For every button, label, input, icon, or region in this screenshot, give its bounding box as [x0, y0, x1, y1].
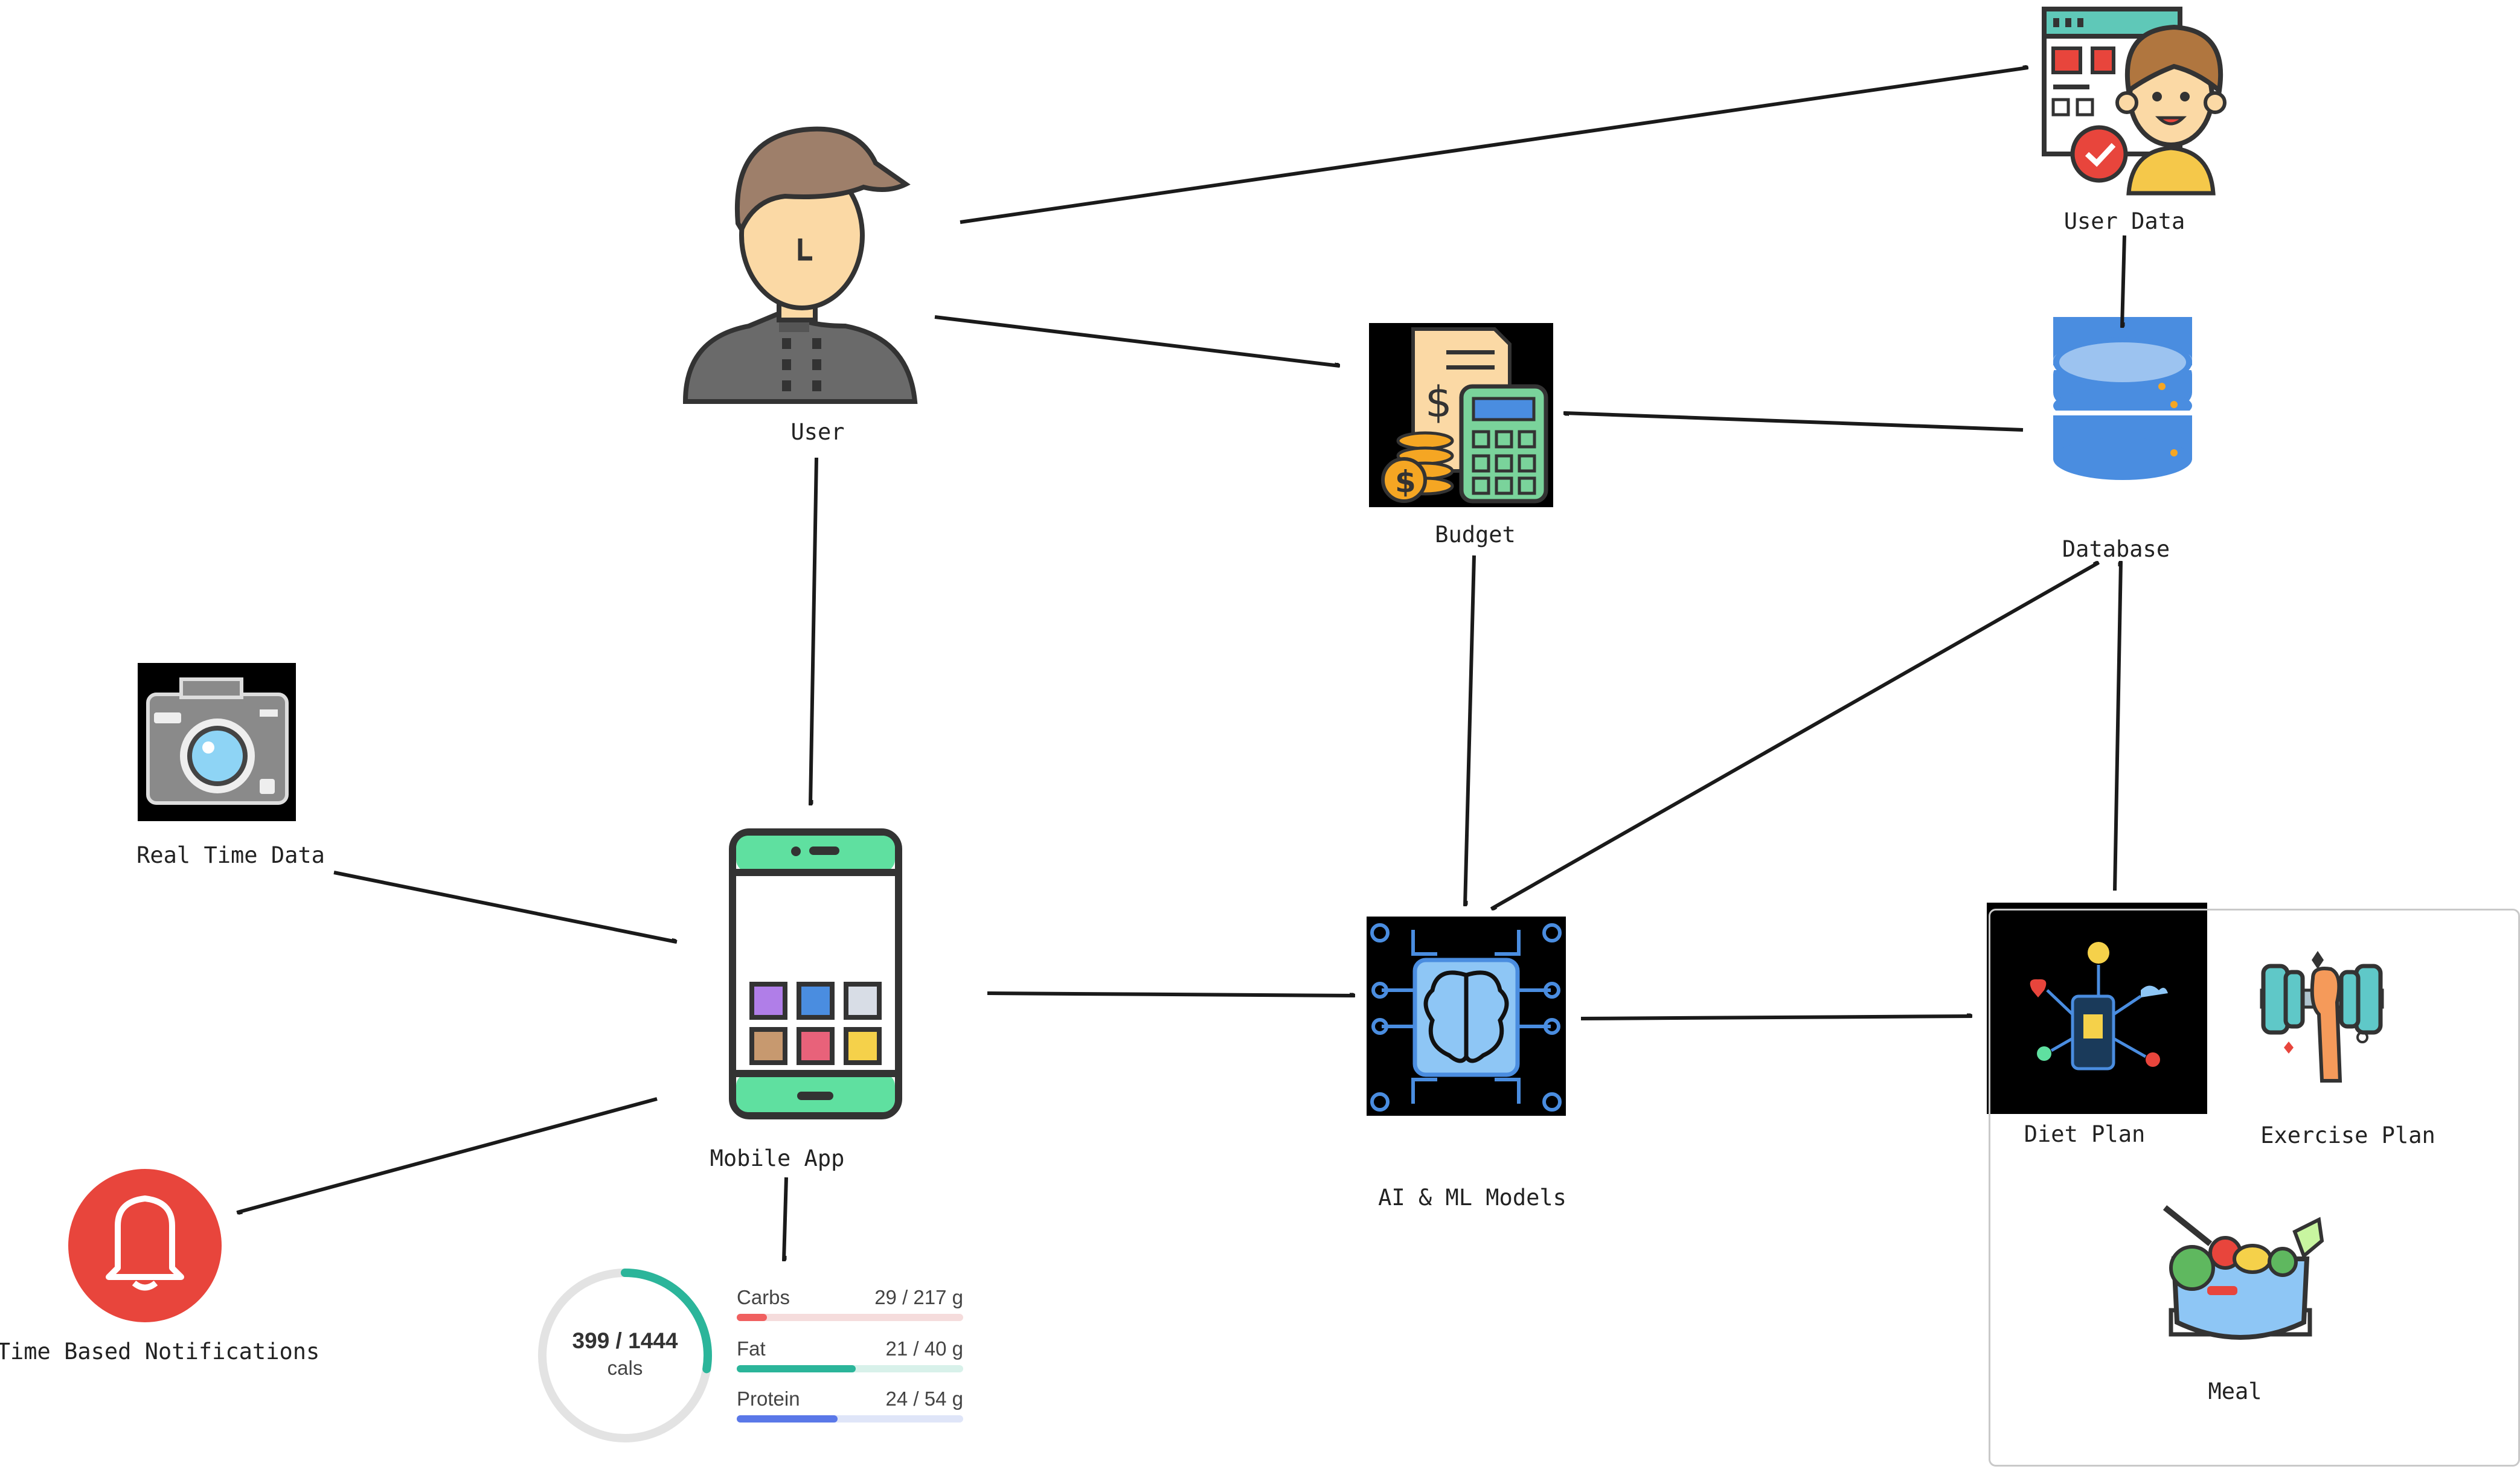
- real-time-data-label: Real Time Data: [136, 842, 325, 868]
- bell-icon: [68, 1169, 222, 1322]
- mobile-app-label: Mobile App: [710, 1145, 845, 1171]
- edge-user-to-user-data: [960, 68, 2028, 224]
- edge-user-to-budget: [934, 315, 1339, 366]
- meal-icon: [2163, 1205, 2324, 1340]
- ai-brain-icon: [1367, 917, 1566, 1116]
- diet-plan-label: Diet Plan: [2024, 1121, 2146, 1147]
- mobile-app-icon: [729, 828, 902, 1119]
- macro-name: Protein: [737, 1387, 800, 1410]
- macro-value: 24 / 54 g: [885, 1387, 963, 1410]
- macro-fill: [737, 1365, 856, 1372]
- macro-fill: [737, 1415, 838, 1423]
- macro-tracker-widget: 399 / 1444 cals Carbs 29 / 217 g Fat 21 …: [531, 1262, 1063, 1461]
- svg-text:$: $: [1425, 377, 1452, 427]
- budget-label: Budget: [1435, 522, 1516, 548]
- macro-name: Carbs: [737, 1286, 790, 1308]
- user-data-label: User Data: [2063, 208, 2185, 234]
- edge-mobile-app-to-ai-ml-models: [987, 991, 1355, 996]
- ai-ml-models-label: AI & ML Models: [1378, 1185, 1566, 1211]
- exercise-plan-icon: [2260, 951, 2384, 1083]
- user-label: User: [790, 419, 845, 445]
- diet-plan-icon: [1987, 903, 2207, 1114]
- edge-user-data-to-database: [2122, 235, 2126, 327]
- camera-icon: [138, 663, 296, 821]
- edge-budget-to-ai-ml-models: [1465, 555, 1476, 906]
- svg-text:$: $: [1395, 464, 1416, 499]
- macro-track: [737, 1314, 963, 1321]
- edge-database-to-budget: [1564, 413, 2024, 432]
- database-label: Database: [2062, 536, 2170, 562]
- macro-value: 29 / 217 g: [874, 1286, 963, 1308]
- edge-mobile-app-to-time-based-notifications: [237, 1097, 658, 1212]
- plans-group: [1989, 909, 2520, 1467]
- macro-value: 21 / 40 g: [885, 1337, 963, 1360]
- calorie-ring: [538, 1269, 712, 1442]
- database-icon: [2053, 317, 2192, 480]
- macro-track: [737, 1365, 963, 1372]
- meal-label: Meal: [2208, 1378, 2262, 1404]
- edge-mobile-app-to-macro-widget: [784, 1177, 788, 1261]
- calories-value: 399 / 1444: [572, 1328, 678, 1353]
- user-data-icon: [2042, 7, 2227, 196]
- edge-plans-group-to-database: [2113, 562, 2121, 891]
- edge-ai-ml-models-to-database: [1492, 563, 2098, 909]
- user-icon: [682, 126, 918, 404]
- edge-real-time-data-to-mobile-app: [333, 871, 676, 942]
- macro-track: [737, 1415, 963, 1423]
- budget-icon: $ $: [1369, 323, 1553, 507]
- edge-ai-ml-models-to-plans-group: [1580, 1016, 1972, 1020]
- macro-fill: [737, 1314, 768, 1321]
- exercise-plan-label: Exercise Plan: [2260, 1122, 2435, 1148]
- edge-user-to-mobile-app: [810, 457, 818, 805]
- notifications-label: Time Based Notifications: [0, 1339, 320, 1365]
- macro-name: Fat: [737, 1337, 766, 1360]
- calories-unit: cals: [607, 1357, 643, 1379]
